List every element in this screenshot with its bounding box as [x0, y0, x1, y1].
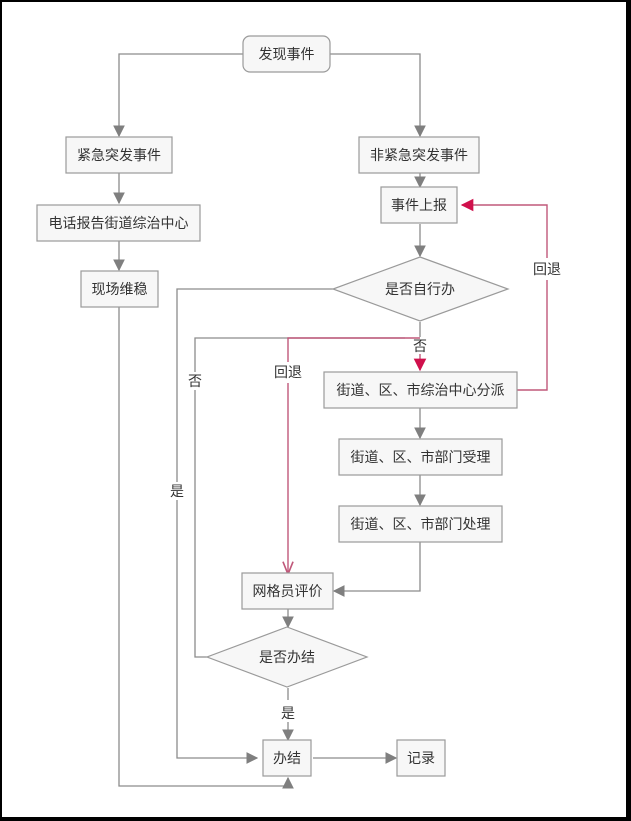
node-is-done[interactable]: 是否办结: [205, 626, 369, 688]
node-self-handle-label: 是否自行办: [385, 282, 455, 298]
node-non-urgent-label: 非紧急突发事件: [370, 148, 468, 164]
node-report[interactable]: 事件上报: [380, 186, 458, 224]
edge-rollback-right: [462, 205, 548, 391]
node-accept[interactable]: 街道、区、市部门受理: [338, 438, 503, 476]
node-finish-label: 办结: [273, 751, 301, 767]
edge-no-to-dispatch: [405, 337, 420, 370]
edge-discover-nonurgent: [330, 53, 426, 138]
node-urgent[interactable]: 紧急突发事件: [65, 136, 173, 174]
node-phone-report[interactable]: 电话报告街道综治中心: [36, 204, 201, 242]
label-self-yes: 是: [170, 484, 184, 500]
node-onsite[interactable]: 现场维稳: [80, 270, 159, 308]
label-self-no: 否: [413, 339, 427, 355]
label-rollback-left: 回退: [274, 365, 302, 381]
node-accept-label: 街道、区、市部门受理: [351, 449, 491, 466]
edge-discover-urgent: [113, 53, 243, 138]
node-evaluate-label: 网格员评价: [253, 584, 323, 600]
label-done-yes: 是: [281, 706, 295, 722]
node-report-label: 事件上报: [391, 198, 447, 214]
node-discover-label: 发现事件: [259, 47, 315, 63]
edge-process-evaluate: [332, 542, 421, 597]
edge-onsite-finish: [118, 306, 294, 789]
node-discover[interactable]: 发现事件: [242, 35, 331, 73]
node-record[interactable]: 记录: [396, 739, 446, 777]
label-rollback-right: 回退: [533, 262, 561, 278]
node-evaluate[interactable]: 网格员评价: [241, 572, 334, 610]
node-dispatch[interactable]: 街道、区、市综治中心分派: [323, 371, 518, 409]
node-process-label: 街道、区、市部门处理: [351, 516, 491, 533]
label-done-no: 否: [188, 374, 202, 390]
node-process[interactable]: 街道、区、市部门处理: [338, 505, 503, 543]
node-is-done-label: 是否办结: [259, 650, 315, 666]
node-dispatch-label: 街道、区、市综治中心分派: [337, 382, 505, 399]
node-onsite-label: 现场维稳: [92, 282, 148, 298]
edge-rollback-left: [288, 337, 405, 573]
node-phone-report-label: 电话报告街道综治中心: [49, 216, 189, 232]
node-self-handle[interactable]: 是否自行办: [331, 256, 510, 322]
node-record-label: 记录: [407, 751, 435, 767]
node-non-urgent[interactable]: 非紧急突发事件: [358, 136, 480, 174]
node-urgent-label: 紧急突发事件: [77, 148, 161, 164]
edge-self-yes: [176, 288, 333, 764]
node-finish[interactable]: 办结: [262, 739, 312, 777]
